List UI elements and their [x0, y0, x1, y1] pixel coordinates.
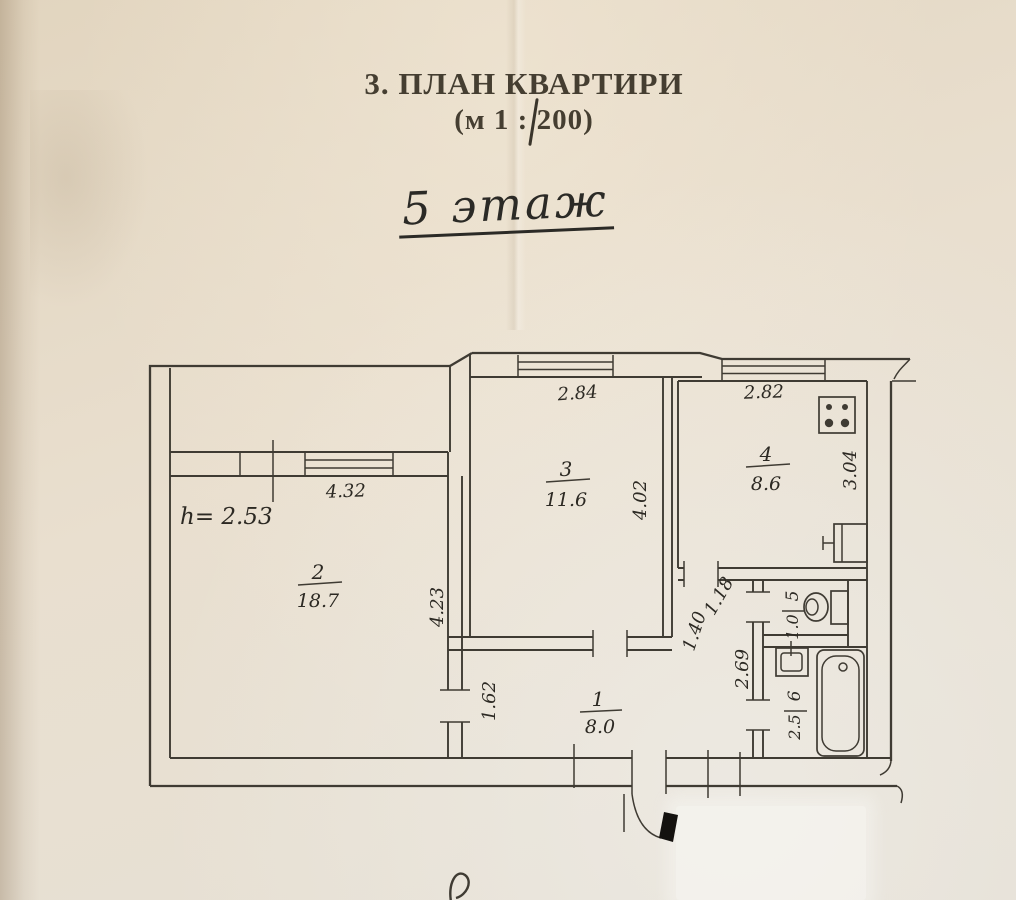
room2-window-sill-lines: [305, 459, 393, 469]
dimension-labels: h= 2.53 4.32 2.84 2.82 4.02 3.04 4.23 1.…: [180, 381, 861, 721]
dim-room3-width: 2.84: [556, 382, 598, 406]
room3-door-jambs: [592, 630, 628, 657]
room2-number: 2: [311, 560, 325, 584]
room3-right-wall: [662, 377, 673, 637]
dim-hall-opening: 1.62: [479, 681, 500, 721]
balcony-and-room2-window: [170, 366, 451, 502]
handwriting-partial: [449, 872, 470, 900]
room5-area: 1.0: [783, 614, 802, 639]
washbasin-icon: [775, 641, 809, 677]
room3-area: 11.6: [545, 489, 587, 511]
room6-number: 6: [785, 690, 805, 701]
wall-break-mark-top-right: [892, 358, 916, 382]
entrance-door-arc: [631, 793, 662, 839]
dim-room2-window-width: 4.32: [324, 480, 366, 502]
room3-walls: [448, 355, 702, 657]
dim-corridor-length: 1.40: [679, 609, 711, 654]
dim-kitchen-width: 2.82: [742, 381, 784, 403]
room5-label: 5 1.0: [782, 591, 805, 640]
room3-number: 3: [560, 457, 573, 481]
kitchen-door-jambs: [683, 561, 719, 587]
divider-lines: [447, 452, 463, 758]
dim-room3-depth: 4.02: [630, 480, 651, 521]
room6-area: 2.5: [785, 714, 804, 740]
room-labels: 1 8.0 2 18.7 3 11.6 4 8.6 5: [297, 442, 807, 741]
bathtub-icon: [816, 649, 865, 757]
scale-note: (м 1 : 200): [454, 104, 594, 136]
room1-area: 8.0: [585, 716, 615, 738]
room4-label: 4 8.6: [745, 442, 791, 495]
dim-kitchen-depth: 3.04: [840, 450, 861, 490]
height-note: h= 2.53: [180, 504, 273, 530]
outer-walls: [148, 351, 916, 804]
entrance-door: [573, 744, 741, 842]
outer-top-wall: [472, 351, 910, 361]
wc-bath-door-jambs: [746, 591, 770, 731]
kitchen-window: [721, 359, 826, 381]
room2-divider-wall: [440, 452, 470, 758]
dim-bath-depth: 2.69: [732, 649, 753, 690]
entrance-door-leaf: [659, 812, 678, 842]
kitchen-walls: [677, 359, 868, 758]
stove-icon: [818, 396, 856, 434]
paper-wrinkle: [30, 90, 150, 310]
room2-hall-door-jambs: [440, 689, 470, 723]
room1-number: 1: [592, 687, 605, 711]
fixtures: [775, 396, 868, 757]
paper-crease: [506, 0, 526, 330]
room6-label: 6 2.5: [784, 690, 807, 741]
room3-bottom-wall: [448, 636, 672, 651]
corridor-right-wall: [752, 580, 764, 758]
paper-shade-left: [0, 0, 40, 900]
balcony-corner-chamfer: [449, 352, 473, 367]
room3-window: [517, 355, 614, 377]
room2-window-caps: [239, 452, 394, 476]
room4-number: 4: [759, 442, 773, 466]
room5-number: 5: [783, 591, 803, 602]
sink-icon: [822, 523, 868, 563]
dim-room2-depth: 4.23: [427, 587, 448, 628]
page-title: 3. ПЛАН КВАРТИРИ: [364, 66, 684, 101]
toilet-icon: [803, 590, 849, 625]
room4-area: 8.6: [751, 473, 781, 495]
kitchen-bottom-wall: [678, 567, 867, 581]
room3-label: 3 11.6: [545, 457, 591, 511]
room2-area: 18.7: [297, 590, 340, 612]
room2-label: 2 18.7: [297, 560, 343, 612]
wall-break-hook-bottom-right: [896, 785, 904, 804]
outer-left-and-balcony-top: [148, 364, 450, 786]
wall-break-hook-right-bottom: [879, 760, 892, 776]
room1-label: 1 8.0: [579, 687, 623, 738]
whiteout-patch: [676, 806, 866, 900]
entrance-jambs: [631, 750, 667, 794]
wall-hatch-ticks: [573, 744, 741, 798]
